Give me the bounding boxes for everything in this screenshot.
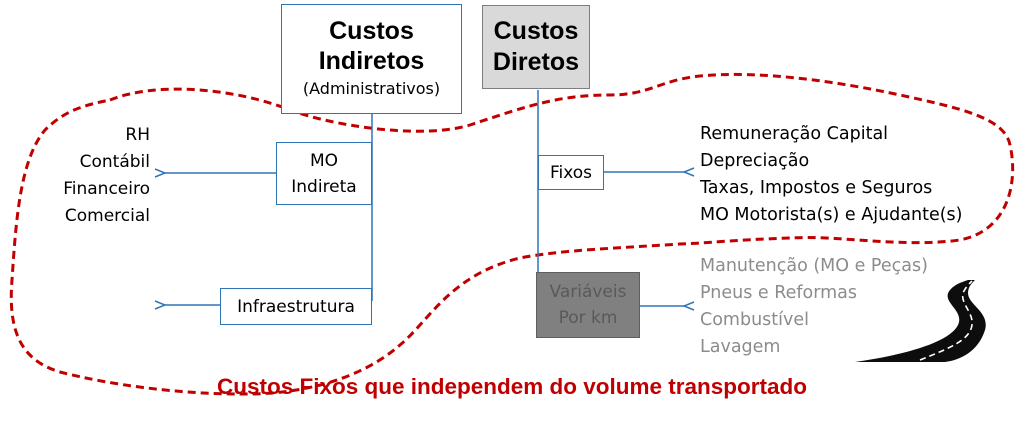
infraestrutura-label: Infraestrutura <box>237 296 355 317</box>
mo-indireta-line1: MO <box>309 150 339 171</box>
list-item: Comercial <box>64 206 150 226</box>
indirect-subtitle: (Administrativos) <box>302 79 441 98</box>
list-item: Depreciação <box>700 151 810 171</box>
list-item: Contábil <box>79 152 150 172</box>
fixed-costs-region <box>9 72 1015 396</box>
road-icon <box>855 280 986 362</box>
list-item: Manutenção (MO e Peças) <box>700 256 928 276</box>
variaveis-items-list: Manutenção (MO e Peças) Pneus e Reformas… <box>700 253 960 361</box>
footer-caption: Custos Fixos que independem do volume tr… <box>216 374 808 399</box>
indirect-title-line2: Indiretos <box>318 47 425 75</box>
direct-title-line1: Custos <box>493 17 579 45</box>
list-item: Combustível <box>700 310 809 330</box>
fixos-items-list: Remuneração Capital Depreciação Taxas, I… <box>700 121 1010 229</box>
indirect-costs-box: Custos Indiretos (Administrativos) <box>281 4 462 114</box>
indirect-title-line1: Custos <box>329 17 414 45</box>
mo-items-list: RH Contábil Financeiro Comercial <box>40 122 150 230</box>
variaveis-line2: Por km <box>558 308 618 328</box>
list-item: MO Motorista(s) e Ajudante(s) <box>700 205 963 225</box>
variaveis-line1: Variáveis <box>549 282 627 302</box>
list-item: Remuneração Capital <box>700 124 889 144</box>
list-item: Taxas, Impostos e Seguros <box>700 178 933 198</box>
list-item: Pneus e Reformas <box>700 283 857 303</box>
fixos-label: Fixos <box>549 162 593 183</box>
direct-title-line2: Diretos <box>492 48 580 76</box>
direct-costs-box: Custos Diretos <box>482 5 590 89</box>
mo-indireta-box: MO Indireta <box>276 142 372 205</box>
variaveis-box: Variáveis Por km <box>536 272 640 338</box>
mo-indireta-line2: Indireta <box>291 176 357 197</box>
list-item: Financeiro <box>63 179 150 199</box>
list-item: Lavagem <box>700 337 781 357</box>
fixos-box: Fixos <box>538 155 604 190</box>
infraestrutura-box: Infraestrutura <box>220 288 372 325</box>
list-item: RH <box>125 125 150 145</box>
